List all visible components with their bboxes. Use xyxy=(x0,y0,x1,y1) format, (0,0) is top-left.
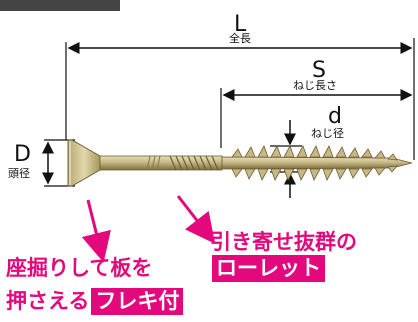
corner-tab xyxy=(0,0,120,11)
D-sublabel: 頭径 xyxy=(8,167,30,180)
L-sublabel: 全長 xyxy=(229,32,251,45)
screw-illustration xyxy=(67,139,413,187)
L-label: L xyxy=(234,12,247,37)
S-sublabel: ねじ長さ xyxy=(293,79,337,92)
flex-callout-line2-text: 押さえる xyxy=(6,289,90,313)
d-label: d xyxy=(328,104,342,129)
knurl-highlight-box: ローレット xyxy=(212,255,325,282)
flex-callout-line2: 押さえるフレキ付 xyxy=(6,288,184,315)
knurl-callout-text: 引き寄せ抜群の xyxy=(210,230,357,254)
flex-highlight: フレキ付 xyxy=(91,288,184,315)
thread-pattern xyxy=(231,145,398,181)
knurl-pointer-arrow xyxy=(176,195,216,244)
knurl-highlight: ローレット xyxy=(212,255,325,282)
D-label: D xyxy=(14,142,31,167)
knurl-pattern xyxy=(169,155,219,171)
S-label: S xyxy=(312,58,326,83)
flex-pointer-arrow xyxy=(81,199,111,263)
d-sublabel: ねじ径 xyxy=(311,127,344,140)
flex-callout-line1: 座掘りして板を xyxy=(6,256,153,280)
